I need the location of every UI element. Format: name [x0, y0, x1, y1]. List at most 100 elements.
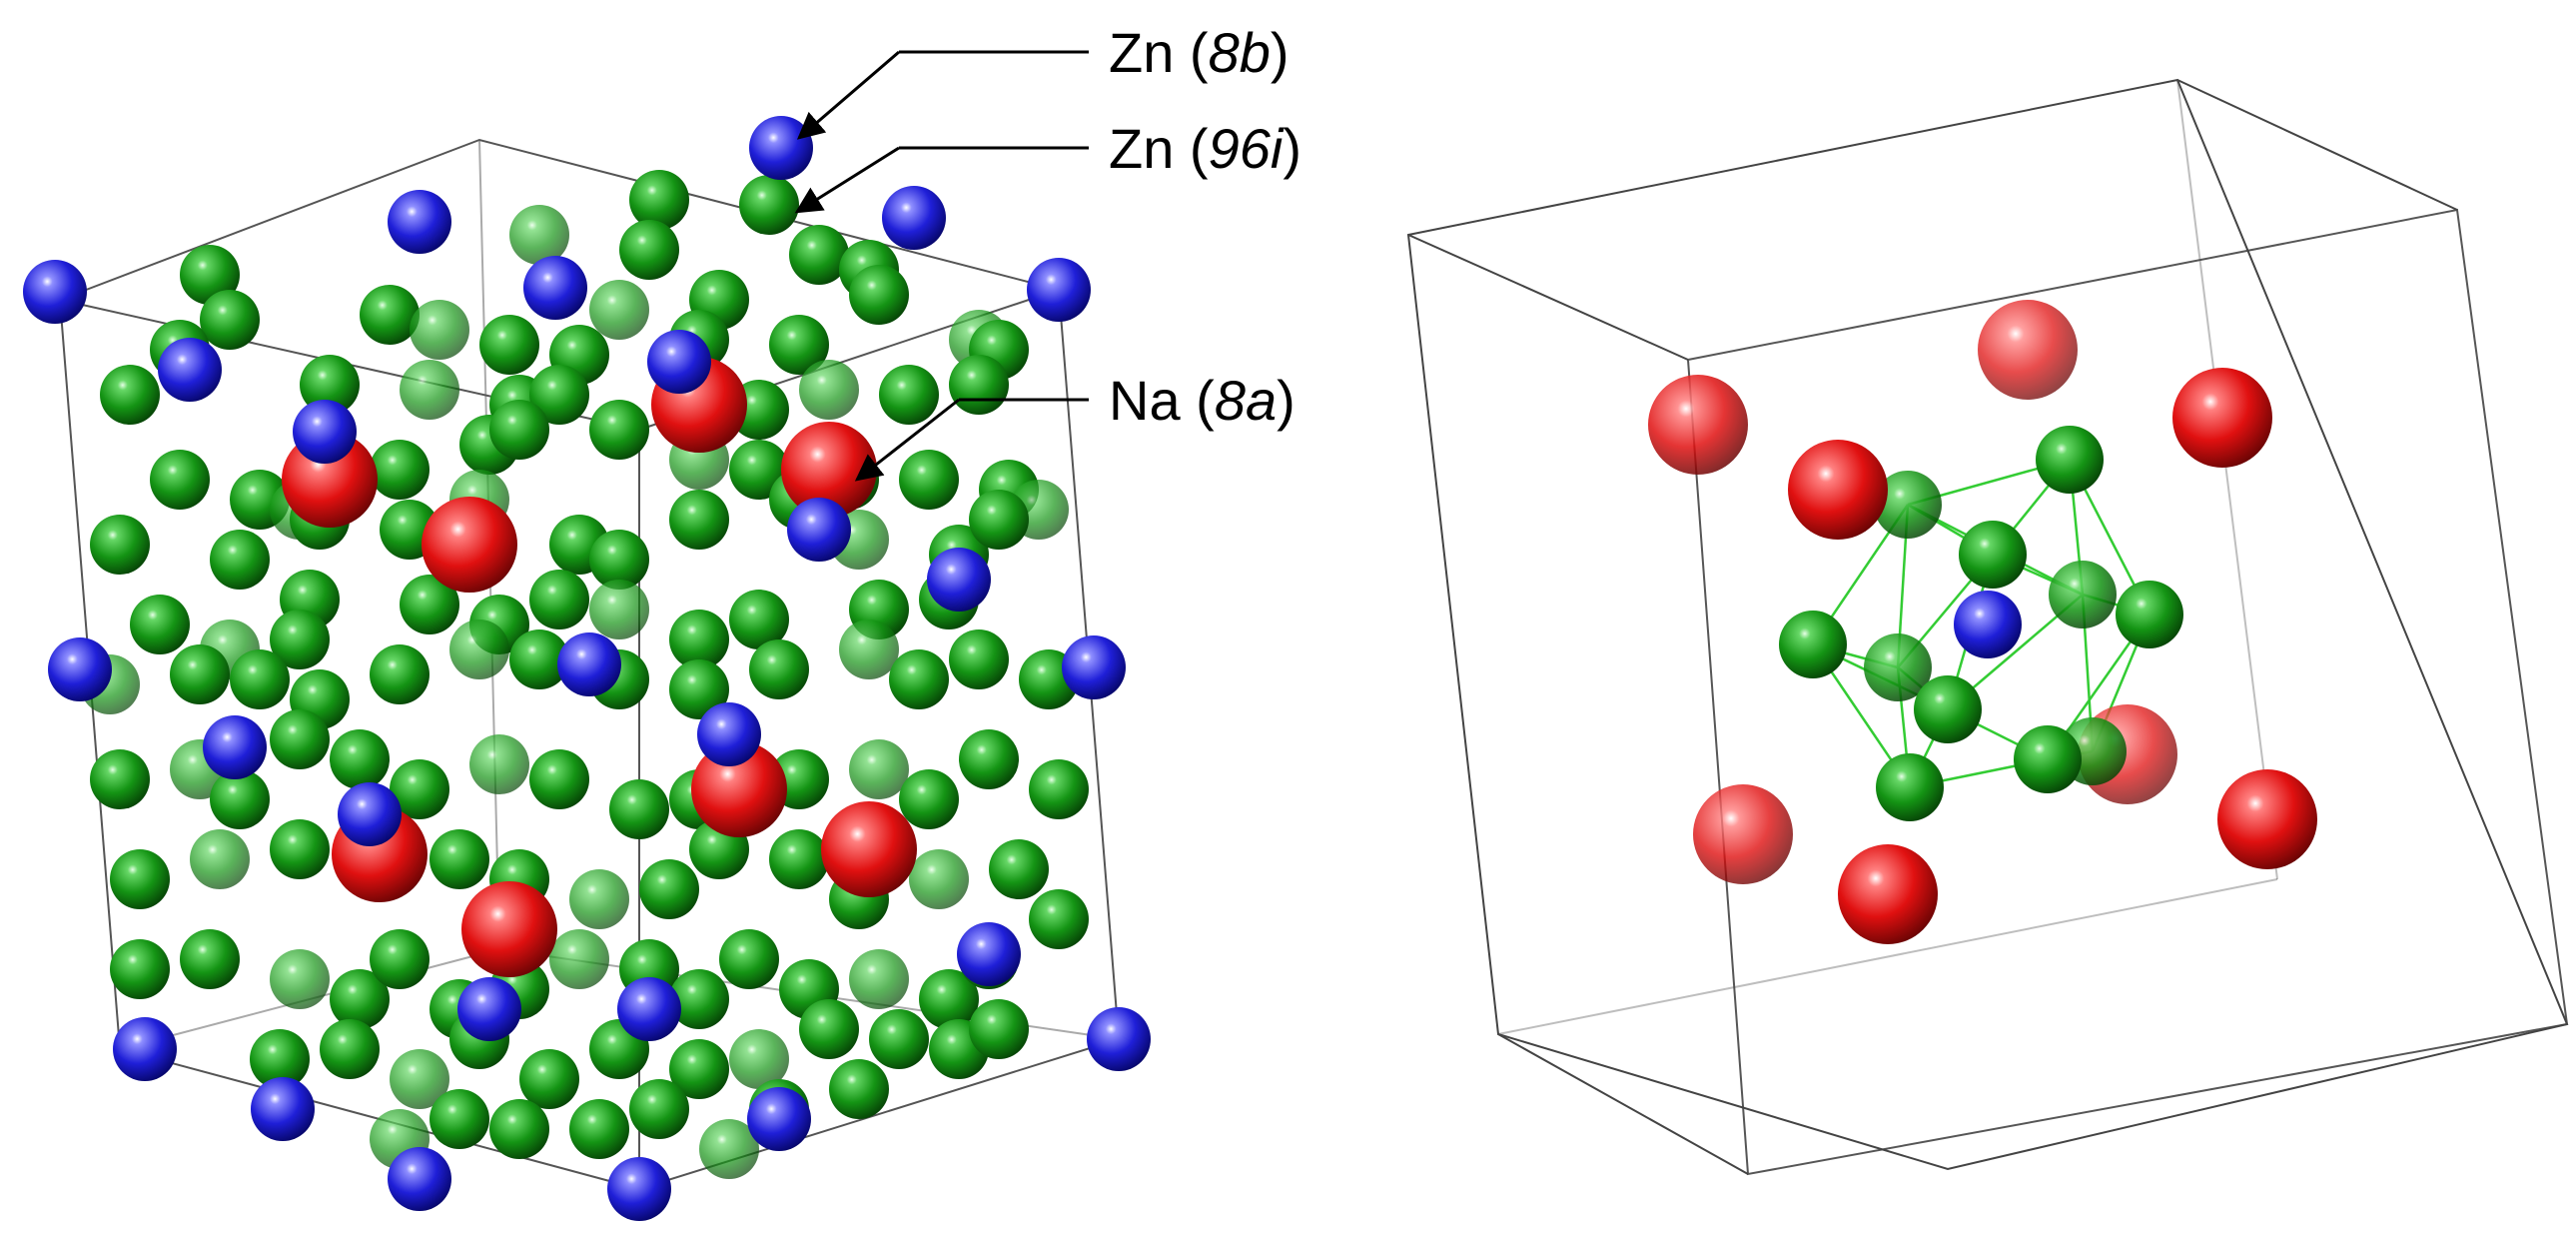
- zn-8b-atom: [48, 637, 112, 701]
- zn-96i-atom: [769, 315, 829, 375]
- zn-8b-atom: [1062, 635, 1126, 699]
- zn-96i-atom: [589, 280, 649, 340]
- zn-96i-atom: [669, 610, 729, 669]
- na-8a-atom: [1648, 375, 1748, 475]
- zn-8b-atom: [293, 400, 357, 464]
- zn-96i-atom: [969, 999, 1029, 1059]
- zn-96i-atom: [190, 829, 250, 889]
- zn-96i-atom: [889, 649, 949, 709]
- zn-96i-atom: [489, 400, 549, 460]
- zn-96i-atom: [110, 939, 170, 999]
- zn-8b-atom: [158, 338, 222, 402]
- label-element: Na: [1109, 369, 1181, 432]
- zn-96i-atom: [469, 734, 529, 794]
- zn-96i-atom: [529, 570, 589, 629]
- zn-96i-atom: [1779, 611, 1847, 678]
- na-8a-atoms-left: [282, 357, 917, 977]
- zn-96i-atom: [429, 829, 489, 889]
- zn-96i-atom: [429, 1089, 489, 1149]
- na-8a-atom: [821, 801, 917, 897]
- zn-96i-atom: [909, 849, 969, 909]
- zn-8b-atom: [787, 498, 851, 562]
- zn-96i-atom: [390, 1049, 449, 1109]
- label-element: Zn: [1109, 21, 1174, 84]
- zn-96i-atom: [729, 590, 789, 649]
- zn-96i-atom: [320, 1019, 380, 1079]
- zn-96i-atom: [549, 929, 609, 989]
- zn-96i-atom: [1876, 753, 1944, 821]
- zn-8b-atom: [747, 1087, 811, 1151]
- zn-8b-atom: [203, 715, 267, 779]
- zn-96i-atom: [569, 1099, 629, 1159]
- zn-96i-atom: [899, 769, 959, 829]
- zn-96i-atom: [1959, 521, 2027, 589]
- zn-96i-atom: [2036, 426, 2104, 494]
- zn-96i-atom: [370, 929, 429, 989]
- zn-96i-atom: [200, 290, 260, 350]
- zn-96i-atom: [479, 315, 539, 375]
- zn-8b-atom: [749, 116, 813, 180]
- zn-96i-atom: [270, 610, 330, 669]
- zn-96i-atom: [629, 1079, 689, 1139]
- zn-96i-atom: [1029, 759, 1089, 819]
- zn-8b-atom: [523, 256, 587, 320]
- zn-96i-atom: [410, 300, 469, 360]
- zn-96i-atom: [769, 829, 829, 889]
- zn-96i-atom: [869, 1009, 929, 1069]
- zn-96i-atom: [100, 365, 160, 425]
- zn-96i-atom: [849, 949, 909, 1009]
- zn-8b-atom: [647, 330, 711, 394]
- zn-96i-atom: [400, 360, 459, 420]
- zn-8b-atom: [1954, 591, 2022, 658]
- zn-96i-atom: [330, 729, 390, 789]
- zn-96i-atom: [1029, 889, 1089, 949]
- zn-96i-atom: [150, 450, 210, 510]
- na-8a-atom: [2217, 769, 2317, 869]
- zn-96i-atom: [829, 1059, 889, 1119]
- zn-96i-atom: [519, 1049, 579, 1109]
- zn-96i-atom: [509, 205, 569, 265]
- na-8a-atom: [691, 741, 787, 837]
- right-unit-cell: [1406, 78, 2569, 1176]
- zn-96i-atom: [879, 365, 939, 425]
- zn-96i-atom: [619, 220, 679, 280]
- zn-96i-atom: [250, 1029, 310, 1089]
- zn-96i-atom: [110, 849, 170, 909]
- zn-96i-atom: [719, 929, 779, 989]
- zn-96i-atom: [529, 365, 589, 425]
- zn-96i-atom: [180, 929, 240, 989]
- zn-8b-atom: [927, 548, 991, 612]
- zn-96i-atom: [789, 225, 849, 285]
- zn-96i-atom: [739, 175, 799, 235]
- zn-8b-atom: [113, 1017, 177, 1081]
- zn-96i-atom: [300, 355, 360, 415]
- label-element: Zn: [1109, 117, 1174, 180]
- zn-8b-atom: [338, 782, 402, 846]
- zn-8b-atom: [251, 1077, 315, 1141]
- zn-96i-atom: [270, 709, 330, 769]
- na-8a-atom: [781, 422, 877, 518]
- zn-8b-atom: [882, 186, 946, 250]
- zn-96i-atom: [969, 490, 1029, 550]
- zn-8b-atom: [23, 260, 87, 324]
- label-na-8a: Na (8a): [854, 369, 1295, 482]
- na-8a-atom: [1788, 440, 1888, 540]
- zn-96i-atom: [230, 649, 290, 709]
- zn-96i-atom: [270, 819, 330, 879]
- zn-8b-atom: [617, 977, 681, 1041]
- zn-96i-atom: [170, 644, 230, 704]
- zn-8b-atom: [388, 190, 451, 254]
- zn-96i-atom: [180, 245, 240, 305]
- zn-8b-atom: [457, 977, 521, 1041]
- zn-96i-atom: [919, 969, 979, 1029]
- na-8a-atom: [461, 881, 557, 977]
- zn-8b-atom: [697, 702, 761, 766]
- zn-8b-atom: [1087, 1007, 1151, 1071]
- zn-96i-atom: [799, 999, 859, 1059]
- zn-96i-atom: [589, 400, 649, 460]
- zn-96i-atom: [729, 1029, 789, 1089]
- zn-96i-atom: [509, 629, 569, 689]
- na-8a-atom: [1978, 300, 2078, 400]
- zn-96i-atom: [669, 659, 729, 719]
- zn-8b-atom: [957, 922, 1021, 986]
